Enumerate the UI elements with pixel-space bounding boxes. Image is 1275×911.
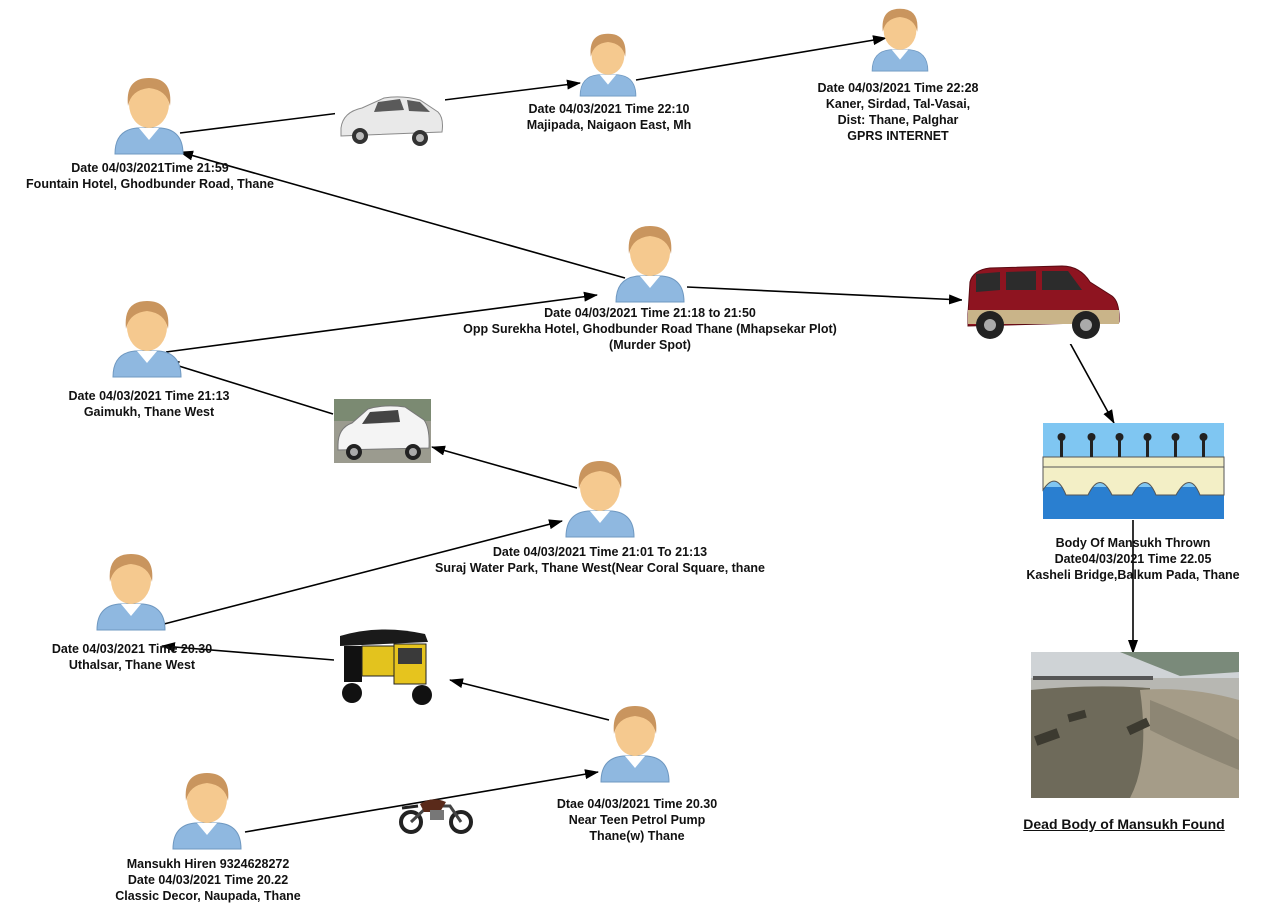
white-car-image-top [335, 85, 445, 150]
label-mansukh-line-3: Classic Decor, Naupada, Thane [115, 889, 301, 903]
label-uthalsar: Date 04/03/2021 Time 20.30 Uthalsar, Tha… [52, 641, 212, 673]
creek-photo-image [1031, 652, 1239, 798]
label-kasheli-line-3: Kasheli Bridge,Balkum Pada, Thane [1026, 568, 1240, 582]
label-kaner-line-3: Dist: Thane, Palghar [837, 113, 959, 127]
person-icon-kaner [871, 8, 929, 72]
arrow-mansukh-to-teen [244, 769, 599, 833]
arrow-gaimukh-to-murder-spot [165, 291, 598, 353]
label-teen-line-3: Thane(w) Thane [589, 829, 685, 843]
person-icon-mansukh [172, 772, 242, 850]
label-kaner-line-2: Kaner, Sirdad, Tal-Vasai, [825, 97, 971, 111]
label-murder-spot-line-1: Date 04/03/2021 Time 21:18 to 21:50 [544, 306, 756, 320]
arrow-murder-spot-to-suv [686, 286, 963, 305]
motorcycle-image [399, 799, 473, 834]
arrow-uthalsar-to-suraj [163, 519, 563, 625]
label-dead-body-found: Dead Body of Mansukh Found [1023, 816, 1224, 832]
label-suraj-line-1: Date 04/03/2021 Time 21:01 To 21:13 [492, 545, 708, 559]
label-mansukh-line-2: Date 04/03/2021 Time 20.22 [127, 873, 289, 887]
label-majipada-line-2: Majipada, Naigaon East, Mh [526, 118, 692, 132]
label-uthalsar-line-2: Uthalsar, Thane West [68, 658, 196, 672]
person-icon-fountain-hotel [114, 77, 184, 155]
arrow-murder-spot-to-fountain [179, 150, 626, 279]
auto-rickshaw-image [334, 625, 436, 705]
label-murder-spot-line-2: Opp Surekha Hotel, Ghodbunder Road Thane… [463, 322, 837, 336]
label-kaner-line-4: GPRS INTERNET [847, 129, 949, 143]
label-kaner: Date 04/03/2021 Time 22:28 Kaner, Sirdad… [818, 80, 979, 144]
label-teen-line-2: Near Teen Petrol Pump [568, 813, 706, 827]
label-suraj-line-2: Suraj Water Park, Thane West(Near Coral … [435, 561, 765, 575]
label-teen-line-1: Dtae 04/03/2021 Time 20.30 [556, 797, 718, 811]
label-gaimukh: Date 04/03/2021 Time 21:13 Gaimukh, Than… [69, 388, 230, 420]
label-fountain-hotel-line-1: Date 04/03/2021Time 21:59 [71, 161, 229, 175]
label-suraj-water-park: Date 04/03/2021 Time 21:01 To 21:13 Sura… [435, 544, 765, 576]
person-icon-majipada [579, 33, 637, 97]
red-suv-image [962, 260, 1124, 344]
arrow-car-to-gaimukh [165, 361, 334, 415]
label-murder-spot: Date 04/03/2021 Time 21:18 to 21:50 Opp … [463, 305, 837, 353]
label-dead-body-line-1: Dead Body of Mansukh Found [1023, 816, 1225, 832]
person-icon-gaimukh [112, 300, 182, 378]
label-murder-spot-line-3: (Murder Spot) [609, 338, 691, 352]
label-gaimukh-line-1: Date 04/03/2021 Time 21:13 [68, 389, 230, 403]
label-majipada: Date 04/03/2021 Time 22:10 Majipada, Nai… [527, 101, 692, 133]
label-kaner-line-1: Date 04/03/2021 Time 22:28 [817, 81, 979, 95]
label-fountain-hotel-line-2: Fountain Hotel, Ghodbunder Road, Thane [26, 177, 274, 191]
label-majipada-line-1: Date 04/03/2021 Time 22:10 [528, 102, 690, 116]
arrow-suv-to-bridge [1069, 342, 1115, 424]
label-gaimukh-line-2: Gaimukh, Thane West [83, 405, 215, 419]
label-kasheli-line-2: Date04/03/2021 Time 22.05 [1054, 552, 1212, 566]
arrow-teen-to-rickshaw [449, 678, 610, 721]
arrow-rickshaw-to-uthalsar [161, 642, 335, 661]
arrow-majipada-to-kaner [635, 35, 887, 81]
arrow-suraj-to-car [431, 445, 578, 489]
person-icon-suraj [565, 460, 635, 538]
person-icon-teen-petrol-pump [600, 705, 670, 783]
white-car-image-middle [334, 399, 431, 463]
person-icon-murder-spot [615, 225, 685, 303]
label-uthalsar-line-1: Date 04/03/2021 Time 20.30 [51, 642, 213, 656]
label-mansukh: Mansukh Hiren 9324628272 Date 04/03/2021… [115, 856, 301, 904]
label-fountain-hotel: Date 04/03/2021Time 21:59 Fountain Hotel… [26, 160, 274, 192]
arrows [161, 35, 1138, 833]
person-icon-uthalsar [96, 553, 166, 631]
label-kasheli-line-1: Body Of Mansukh Thrown [1055, 536, 1211, 550]
label-mansukh-line-1: Mansukh Hiren 9324628272 [126, 857, 290, 871]
label-teen-petrol-pump: Dtae 04/03/2021 Time 20.30 Near Teen Pet… [557, 796, 717, 844]
bridge-illustration-image [1042, 423, 1225, 519]
label-kasheli-bridge: Body Of Mansukh Thrown Date04/03/2021 Ti… [1026, 535, 1239, 583]
